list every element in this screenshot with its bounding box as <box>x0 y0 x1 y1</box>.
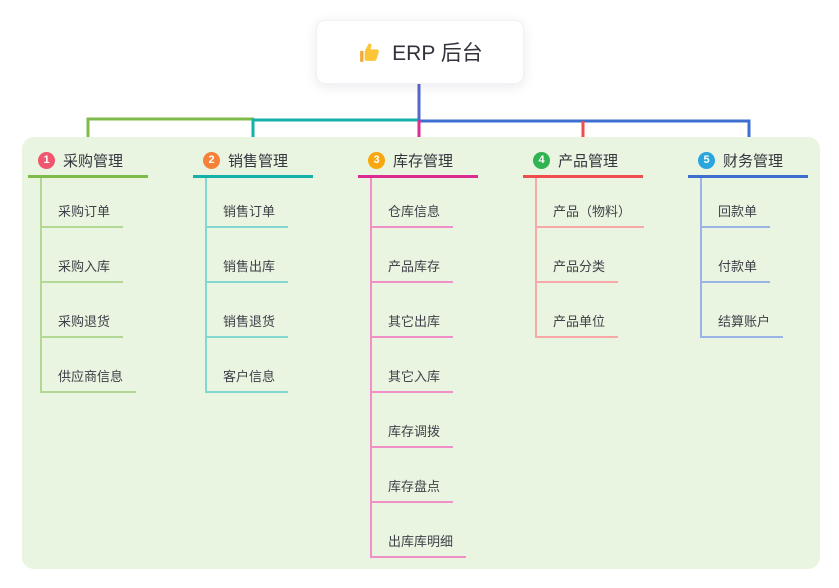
child-label: 销售退货 <box>207 311 289 338</box>
child-node[interactable]: 采购订单 <box>42 178 148 228</box>
child-label: 库存盘点 <box>372 476 454 503</box>
child-node[interactable]: 其它入库 <box>372 338 478 393</box>
branch-label: 财务管理 <box>723 152 784 170</box>
branch-label: 产品管理 <box>558 152 619 170</box>
child-label: 其它入库 <box>372 366 454 393</box>
branch-3: 3 库存管理 仓库信息产品库存其它出库其它入库库存调拨库存盘点出库库明细 <box>358 145 478 558</box>
child-label: 产品（物料） <box>537 201 645 228</box>
child-node[interactable]: 销售订单 <box>207 178 313 228</box>
branch-label: 采购管理 <box>63 152 124 170</box>
branch-node-5[interactable]: 5 财务管理 <box>688 145 808 178</box>
child-label: 销售订单 <box>207 201 289 228</box>
child-label: 供应商信息 <box>42 366 137 393</box>
child-node[interactable]: 库存调拨 <box>372 393 478 448</box>
branch-subtree: 仓库信息产品库存其它出库其它入库库存调拨库存盘点出库库明细 <box>370 178 478 558</box>
branch-subtree: 销售订单销售出库销售退货客户信息 <box>205 178 313 393</box>
branch-index-badge: 3 <box>368 151 385 169</box>
branch-subtree: 产品（物料） 产品分类产品单位 <box>535 178 645 338</box>
branches-panel: 1 采购管理 采购订单采购入库采购退货供应商信息 2 销售管理 销售订单销售出库… <box>22 137 820 569</box>
child-node[interactable]: 产品库存 <box>372 228 478 283</box>
branch-node-4[interactable]: 4 产品管理 <box>523 145 643 178</box>
branch-subtree: 采购订单采购入库采购退货供应商信息 <box>40 178 148 393</box>
child-label: 产品分类 <box>537 256 619 283</box>
child-node[interactable]: 产品（物料） <box>537 178 645 228</box>
child-label: 库存调拨 <box>372 421 454 448</box>
thumbs-up-icon <box>357 40 382 65</box>
child-node[interactable]: 销售出库 <box>207 228 313 283</box>
branch-index-badge: 1 <box>38 151 55 169</box>
child-node[interactable]: 供应商信息 <box>42 338 148 393</box>
branch-index-badge: 5 <box>698 151 715 169</box>
child-label: 产品单位 <box>537 311 619 338</box>
child-node[interactable]: 产品分类 <box>537 228 643 283</box>
child-node[interactable]: 库存盘点 <box>372 448 478 503</box>
child-label: 仓库信息 <box>372 201 454 228</box>
child-node[interactable]: 回款单 <box>702 178 808 228</box>
child-node[interactable]: 采购退货 <box>42 283 148 338</box>
branch-node-3[interactable]: 3 库存管理 <box>358 145 478 178</box>
child-label: 其它出库 <box>372 311 454 338</box>
branch-5: 5 财务管理 回款单付款单结算账户 <box>688 145 808 338</box>
branch-2: 2 销售管理 销售订单销售出库销售退货客户信息 <box>193 145 313 393</box>
root-node[interactable]: ERP 后台 <box>316 20 524 84</box>
child-node[interactable]: 仓库信息 <box>372 178 478 228</box>
branch-subtree: 回款单付款单结算账户 <box>700 178 808 338</box>
child-node[interactable]: 出库库明细 <box>372 503 478 558</box>
branch-index-badge: 4 <box>533 151 550 169</box>
child-label: 销售出库 <box>207 256 289 283</box>
child-label: 采购入库 <box>42 256 124 283</box>
child-label: 采购退货 <box>42 311 124 338</box>
root-title: ERP 后台 <box>392 42 483 65</box>
child-node[interactable]: 付款单 <box>702 228 808 283</box>
child-label: 产品库存 <box>372 256 454 283</box>
child-node[interactable]: 客户信息 <box>207 338 313 393</box>
branch-4: 4 产品管理 产品（物料） 产品分类产品单位 <box>523 145 645 338</box>
branch-1: 1 采购管理 采购订单采购入库采购退货供应商信息 <box>28 145 148 393</box>
child-label: 出库库明细 <box>372 531 467 558</box>
child-node[interactable]: 结算账户 <box>702 283 808 338</box>
branch-node-1[interactable]: 1 采购管理 <box>28 145 148 178</box>
child-node[interactable]: 产品单位 <box>537 283 643 338</box>
branch-label: 库存管理 <box>393 152 454 170</box>
child-label: 结算账户 <box>702 311 784 338</box>
branch-node-2[interactable]: 2 销售管理 <box>193 145 313 178</box>
child-label: 付款单 <box>702 256 771 283</box>
child-label: 客户信息 <box>207 366 289 393</box>
child-node[interactable]: 其它出库 <box>372 283 478 338</box>
branch-index-badge: 2 <box>203 151 220 169</box>
child-node[interactable]: 销售退货 <box>207 283 313 338</box>
branch-label: 销售管理 <box>228 152 289 170</box>
child-node[interactable]: 采购入库 <box>42 228 148 283</box>
child-label: 采购订单 <box>42 201 124 228</box>
child-label: 回款单 <box>702 201 771 228</box>
